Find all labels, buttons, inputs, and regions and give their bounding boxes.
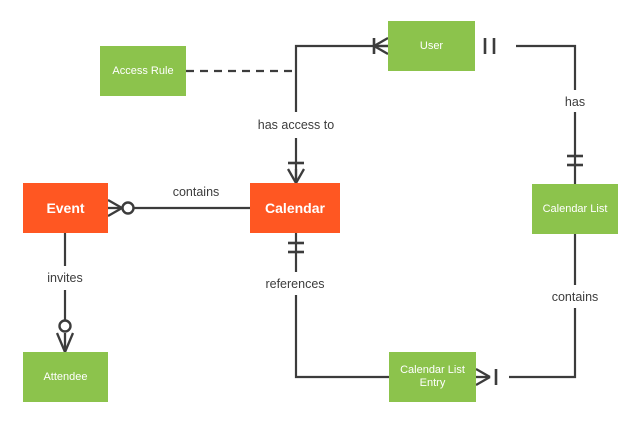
connector-calendarlist-entry-lower	[509, 308, 577, 379]
entity-calendar-list-entry-label: Calendar List Entry	[400, 364, 465, 389]
crowfoot-entry-right	[475, 368, 491, 386]
entity-access-rule-label: Access Rule	[112, 64, 174, 77]
entity-attendee[interactable]: Attendee	[23, 352, 108, 402]
entity-calendar-label: Calendar	[265, 199, 325, 216]
crowfoot-calendar-top	[287, 168, 305, 184]
entity-event[interactable]: Event	[23, 183, 108, 233]
entity-access-rule[interactable]: Access Rule	[100, 46, 186, 96]
relationship-label-contains-calendar: contains	[172, 185, 220, 199]
entity-attendee-label: Attendee	[43, 370, 88, 383]
crowfoot-attendee	[55, 332, 75, 353]
entity-user[interactable]: User	[388, 21, 475, 71]
connector-user-calendar	[294, 44, 388, 112]
entity-calendar-list-label: Calendar List	[542, 202, 608, 215]
cardinality-zero-circle-attendee	[58, 319, 72, 333]
relationship-label-has: has	[564, 95, 586, 109]
entity-calendar-list[interactable]: Calendar List	[532, 184, 618, 234]
crowfoot-user-left	[373, 37, 389, 55]
entity-user-label: User	[419, 39, 444, 52]
entity-calendar[interactable]: Calendar	[250, 183, 340, 233]
entity-event-label: Event	[46, 199, 85, 216]
connector-user-calendarlist	[516, 44, 577, 90]
relationship-label-has-access-to: has access to	[257, 118, 335, 132]
cardinality-zero-circle-event	[121, 201, 135, 215]
relationship-label-contains-entry: contains	[551, 290, 599, 304]
connector-calendar-references-lower	[294, 295, 389, 379]
crowfoot-event	[107, 199, 123, 217]
relationship-label-invites: invites	[47, 271, 83, 285]
entity-calendar-list-entry[interactable]: Calendar List Entry	[389, 352, 476, 402]
relationship-label-references: references	[265, 277, 325, 291]
